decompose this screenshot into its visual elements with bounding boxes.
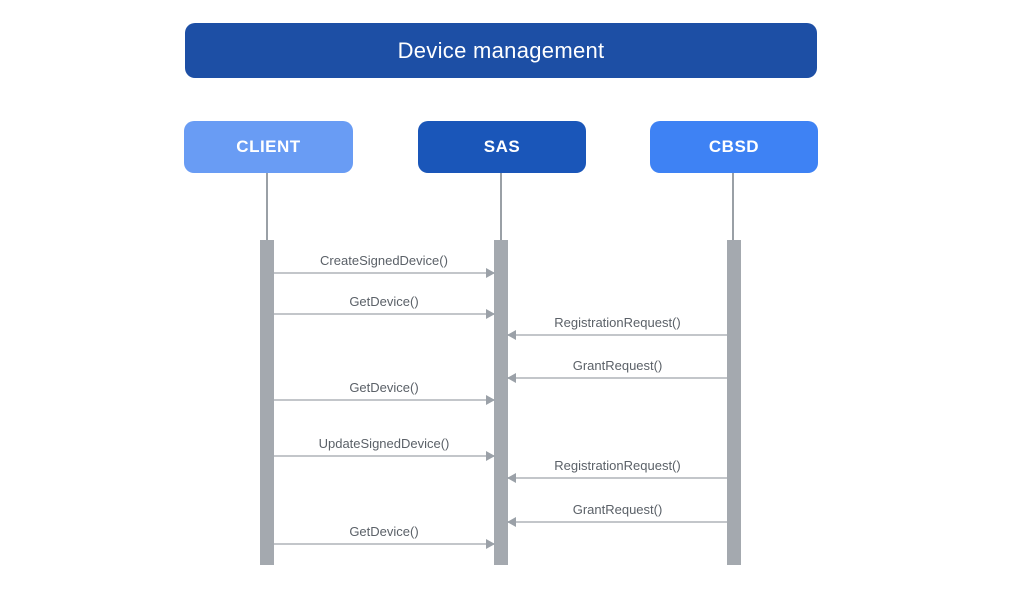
arrow-left-icon bbox=[507, 373, 727, 383]
arrow-right-icon bbox=[274, 268, 495, 278]
message-label: GrantRequest() bbox=[572, 502, 663, 517]
actor-cbsd: CBSD bbox=[650, 121, 818, 173]
actor-cbsd-label: CBSD bbox=[708, 137, 760, 156]
message-label: RegistrationRequest() bbox=[554, 315, 681, 330]
message-grant-request-2: GrantRequest() bbox=[507, 502, 727, 527]
arrow-right-icon bbox=[274, 451, 495, 461]
message-get-device-1: GetDevice() bbox=[274, 294, 495, 319]
lifeline-client bbox=[266, 173, 268, 240]
diagram-title-box: Device management bbox=[185, 23, 817, 78]
activation-bar-sas bbox=[494, 240, 508, 565]
activation-bar-client bbox=[260, 240, 274, 565]
message-get-device-2: GetDevice() bbox=[274, 380, 495, 405]
message-registration-request-1: RegistrationRequest() bbox=[507, 315, 727, 340]
actor-sas-label: SAS bbox=[483, 137, 521, 156]
message-label: RegistrationRequest() bbox=[554, 458, 681, 473]
arrow-right-icon bbox=[274, 309, 495, 319]
arrow-left-icon bbox=[507, 517, 727, 527]
message-registration-request-2: RegistrationRequest() bbox=[507, 458, 727, 483]
arrow-left-icon bbox=[507, 330, 727, 340]
actor-client: CLIENT bbox=[184, 121, 353, 173]
message-label: GetDevice() bbox=[349, 524, 419, 539]
message-label: UpdateSignedDevice() bbox=[318, 436, 450, 451]
lifeline-cbsd bbox=[732, 173, 734, 240]
actor-client-label: CLIENT bbox=[236, 137, 301, 156]
arrow-right-icon bbox=[274, 539, 495, 549]
message-update-signed-device: UpdateSignedDevice() bbox=[274, 436, 495, 461]
arrow-left-icon bbox=[507, 473, 727, 483]
message-label: GetDevice() bbox=[349, 380, 419, 395]
actor-sas: SAS bbox=[418, 121, 586, 173]
arrow-right-icon bbox=[274, 395, 495, 405]
activation-bar-cbsd bbox=[727, 240, 741, 565]
diagram-title: Device management bbox=[397, 37, 605, 63]
lifeline-sas bbox=[500, 173, 502, 240]
message-get-device-3: GetDevice() bbox=[274, 524, 495, 549]
message-grant-request-1: GrantRequest() bbox=[507, 358, 727, 383]
message-create-signed-device: CreateSignedDevice() bbox=[274, 253, 495, 278]
message-label: CreateSignedDevice() bbox=[320, 253, 448, 268]
message-label: GetDevice() bbox=[349, 294, 419, 309]
message-label: GrantRequest() bbox=[572, 358, 663, 373]
